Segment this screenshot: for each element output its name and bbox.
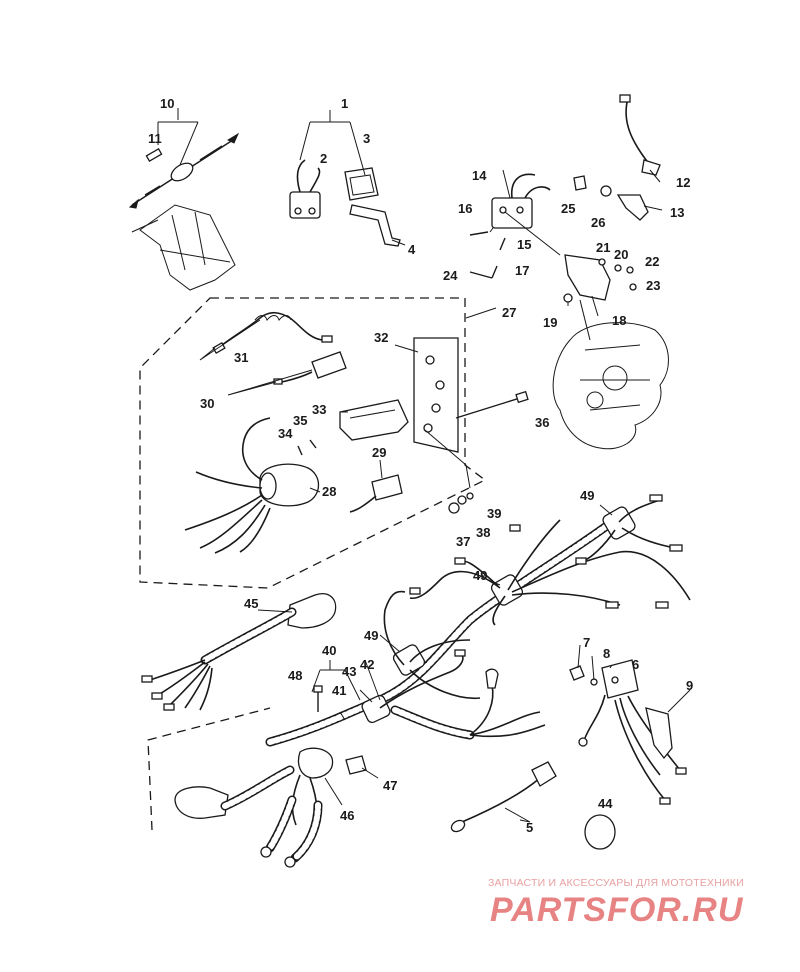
part-48-screw: [313, 685, 323, 712]
callout-23: 23: [646, 278, 660, 293]
callout-34: 34: [278, 426, 293, 441]
part-28-ignition-switch: [184, 417, 320, 554]
part-29-connector: [349, 474, 403, 513]
callout-43: 43: [342, 664, 356, 679]
callout-10: 10: [160, 96, 174, 111]
part-46-lower-cable: [174, 747, 334, 868]
part-13-bracket: [616, 194, 649, 221]
callout-21: 21: [596, 240, 610, 255]
part-11-bolt: [145, 148, 163, 162]
callout-46: 46: [340, 808, 354, 823]
leader-lines: [157, 108, 691, 823]
callout-19: 19: [543, 315, 557, 330]
callout-25: 25: [561, 201, 575, 216]
part-10-cable-assembly: [128, 132, 240, 209]
callout-37: 37: [456, 534, 470, 549]
callout-9: 9: [686, 678, 693, 693]
harness-branch-wires: [379, 494, 691, 738]
part-47-clip: [345, 755, 367, 775]
callout-18: 18: [612, 313, 626, 328]
callout-47: 47: [383, 778, 397, 793]
part-2-relay: [289, 159, 321, 219]
callout-44: 44: [598, 796, 613, 811]
callout-6: 6: [632, 657, 639, 672]
callout-16: 16: [458, 201, 472, 216]
callout-41: 41: [332, 683, 346, 698]
callout-28: 28: [322, 484, 336, 499]
callout-48: 48: [288, 668, 302, 683]
callout-33: 33: [312, 402, 326, 417]
callout-2: 2: [320, 151, 327, 166]
callout-36: 36: [535, 415, 549, 430]
callout-27: 27: [502, 305, 516, 320]
callout-30: 30: [200, 396, 214, 411]
part-6-module: [578, 659, 687, 805]
callout-labels: 1 2 3 4 5 6 7 8 9 10 11 12 13 14 15 16 1…: [148, 96, 693, 835]
callout-22: 22: [645, 254, 659, 269]
part-31-wire-coil: [212, 311, 333, 354]
part-7-8-screw-washer: [569, 665, 598, 686]
part-12-sensor-wire: [619, 94, 661, 176]
callout-7: 7: [583, 635, 590, 650]
part-5-lead: [450, 761, 557, 833]
callout-15: 15: [517, 237, 531, 252]
parts-19-23-hardware: [563, 258, 637, 303]
callout-20: 20: [614, 247, 628, 262]
part-32-plate: [413, 337, 459, 453]
callout-17: 17: [515, 263, 529, 278]
callout-5: 5: [526, 820, 533, 835]
part-44-plug: [584, 814, 616, 850]
dashed-group-27: [139, 297, 487, 589]
part-9-bracket: [645, 707, 673, 760]
part-49-main-harness: [265, 506, 636, 747]
part-33-bracket: [339, 399, 409, 441]
part-3-cover: [344, 167, 379, 201]
callout-1: 1: [341, 96, 348, 111]
callout-29: 29: [372, 445, 386, 460]
callout-39: 39: [487, 506, 501, 521]
callout-49c: 49: [364, 628, 378, 643]
callout-45: 45: [244, 596, 258, 611]
callout-12: 12: [676, 175, 690, 190]
part-30-switch: [273, 351, 347, 385]
parts-37-38-39-nuts: [448, 492, 474, 514]
parts-34-35-screws: [297, 439, 317, 456]
watermark-subtitle: ЗАПЧАСТИ И АКСЕССУАРЫ ДЛЯ МОТОТЕХНИКИ: [488, 877, 744, 889]
parts-15-16-17-24-screws: [469, 231, 506, 279]
callout-8: 8: [603, 646, 610, 661]
callout-49b: 49: [473, 568, 487, 583]
part-14-module: [491, 173, 551, 229]
svg-text:PARTSFOR.RU: PARTSFOR.RU: [490, 891, 744, 929]
callout-49a: 49: [580, 488, 594, 503]
callout-31: 31: [234, 350, 248, 365]
callout-13: 13: [670, 205, 684, 220]
callout-3: 3: [363, 131, 370, 146]
callout-35: 35: [293, 413, 307, 428]
callout-4: 4: [408, 242, 416, 257]
callout-14: 14: [472, 168, 487, 183]
callout-38: 38: [476, 525, 490, 540]
watermark-logo: PARTSFOR.RU: [490, 891, 744, 929]
part-45-cable-connector: [141, 593, 337, 711]
callout-11: 11: [148, 131, 162, 146]
carburetor-outline: [552, 299, 669, 450]
engine-bracket-outline: [131, 204, 236, 291]
dashed-group-40: [147, 707, 271, 831]
part-36-bolt: [455, 390, 529, 419]
callout-24: 24: [443, 268, 458, 283]
part-4-bracket: [349, 204, 401, 247]
callout-26: 26: [591, 215, 605, 230]
part-25-26-nut-washer: [573, 175, 612, 197]
callout-42: 42: [360, 657, 374, 672]
callout-40: 40: [322, 643, 336, 658]
callout-32: 32: [374, 330, 388, 345]
